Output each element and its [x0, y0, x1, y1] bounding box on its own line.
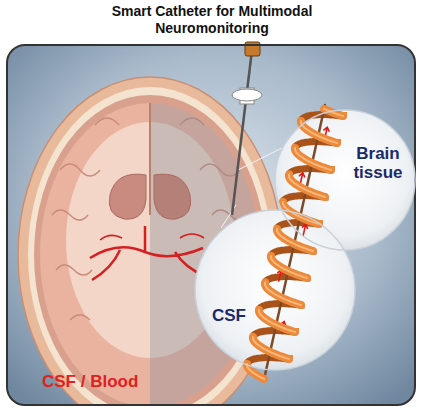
magnifier-circle: Brain tissue [273, 108, 417, 252]
region-label: Brain tissue [347, 144, 409, 182]
helix-coil [271, 256, 307, 278]
helix-coil [265, 282, 301, 305]
helix-coil [265, 282, 301, 305]
magnifier-circle: CSF [193, 208, 357, 372]
region-label: CSF [207, 306, 251, 325]
helix-coil [259, 310, 295, 332]
helix-coil [253, 337, 289, 359]
helix-coil [301, 121, 337, 143]
helix-coil [259, 310, 295, 332]
region-label: CSF / Blood [42, 372, 138, 392]
helix-coil [295, 148, 331, 170]
helix-coil [271, 256, 307, 278]
flow-arrow [302, 224, 308, 236]
helix-coil [289, 174, 325, 197]
title-wrap: Smart Catheter for Multimodal Neuromonit… [0, 3, 424, 37]
helix-coil [289, 174, 325, 197]
diagram-title: Smart Catheter for Multimodal Neuromonit… [97, 3, 327, 37]
helix-coil [295, 148, 331, 170]
helix-coil [301, 121, 337, 143]
helix-coil [253, 337, 289, 359]
circle-outline [193, 208, 357, 372]
